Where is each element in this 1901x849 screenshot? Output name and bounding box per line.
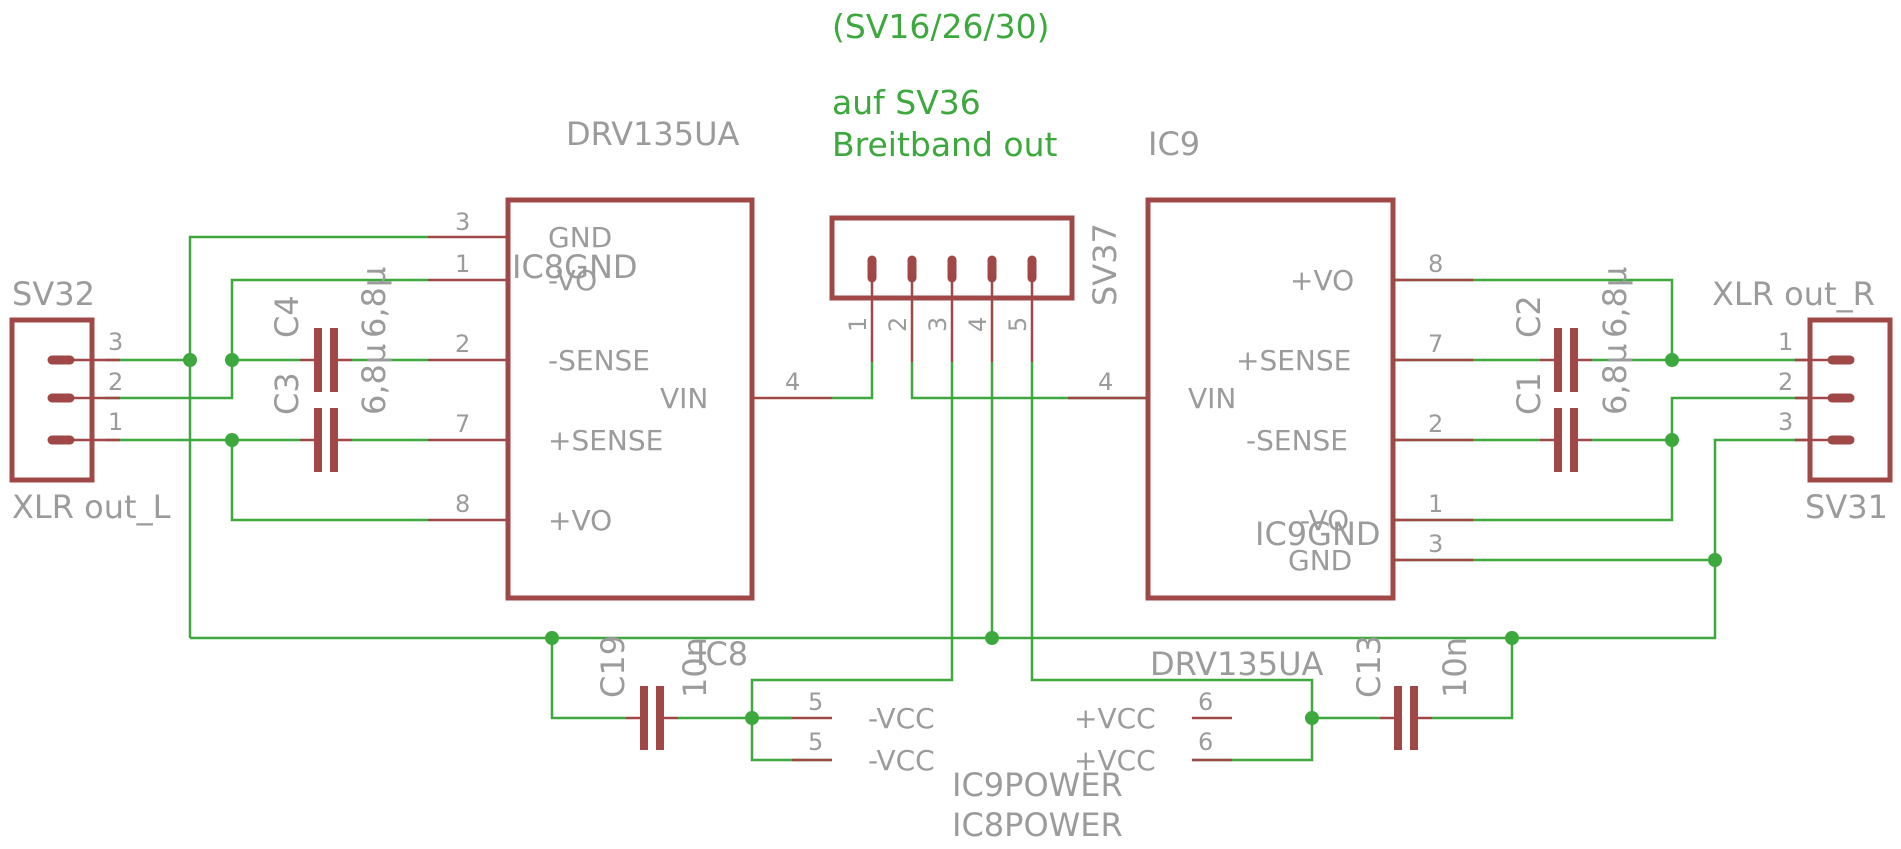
sv37-pinnum-5: 5 [1004,317,1032,332]
sv32-connector [9,317,105,483]
capacitor-c19 [626,686,678,750]
sv31-connector [1795,317,1893,483]
sv37-header [829,215,1075,362]
ic8-body [505,197,755,601]
sv37-pinnum-4: 4 [964,317,992,332]
pwr-pin-minus-vcc-b: -VCC [868,744,935,777]
ic8-pinnum-7: 7 [455,410,470,438]
sv32-name: SV32 [12,275,95,313]
ic8-pinnum-1: 1 [455,250,470,278]
sv37-pinnum-2: 2 [884,317,912,332]
ic8-pin-vin: VIN [660,382,708,415]
junctions [183,353,1722,725]
ic9-pinnum-7: 7 [1428,330,1443,358]
wire-gnd-left [188,235,428,638]
ic8-pinnum-2: 2 [455,330,470,358]
c13-name: C13 [1350,635,1388,698]
c19-value: 10n [676,637,714,698]
ic9-pinnum-4: 4 [1098,368,1113,396]
capacitor-c13 [1380,686,1432,750]
wire-vin-left [832,362,874,400]
ic8-name: DRV135UA [566,115,740,153]
c3-value: 6,8µ [355,344,393,415]
wire-c19 [550,638,626,720]
ic9-pinnum-1: 1 [1428,490,1443,518]
c2-value: 6,8µ [1596,267,1634,338]
ic9-body [1145,197,1396,601]
sv31-pinnum-2: 2 [1778,368,1793,396]
ic8-pinnum-3: 3 [455,208,470,236]
wire-sv32-2 [105,278,428,400]
sv32-pinnum-3: 3 [108,328,123,356]
capacitor-c4 [300,328,352,392]
c13-value: 10n [1436,637,1474,698]
pwr-pin-plus-vcc-a: +VCC [1074,702,1156,735]
ic9-pin-plus-vo: +VO [1290,264,1354,297]
sv32-pinnum-2: 2 [108,368,123,396]
sv31-pinnum-3: 3 [1778,408,1793,436]
wires [105,235,1795,762]
pwr-pin-minus-vcc-a: -VCC [868,702,935,735]
ic9-pin-gnd: GND [1288,544,1352,577]
ic8-pin-gnd: GND [548,221,612,254]
c1-name: C1 [1510,372,1548,415]
ic8-pin-minus-sense: -SENSE [548,344,650,377]
ic9-pin-vin: VIN [1188,382,1236,415]
sv37-pinnum-1: 1 [844,317,872,332]
wire-vo-left [230,440,428,522]
pwr-pinnum-5a: 5 [808,688,823,716]
ic9-pin-minus-vo: -VO [1300,504,1349,537]
sv37-pinnum-3: 3 [924,317,952,332]
ic9-name: IC9 [1148,125,1200,163]
pwr-pin-plus-vcc-b: +VCC [1074,744,1156,777]
ic8-pinnum-4: 4 [785,368,800,396]
ic9-pin-plus-sense: +SENSE [1236,344,1351,377]
ic9-gnd-label: IC9GND [1255,515,1381,553]
pwr-ic8-name: IC8 [696,635,748,673]
ic8power-label: IC8POWER [952,806,1123,844]
wire-sv31-2 [1670,396,1795,440]
ic8-pin-minus-vo: -VO [548,264,597,297]
note-line1: (SV16/26/30) [832,7,1049,46]
capacitor-c2 [1540,328,1592,392]
c19-name: C19 [594,635,632,698]
sv31-value: XLR out_R [1712,275,1875,313]
capacitor-c1 [1540,408,1592,472]
ic9-pinnum-3: 3 [1428,530,1443,558]
wire-sv37-3 [750,362,954,762]
wire-vo-right [1393,278,1674,360]
c2-name: C2 [1510,295,1548,338]
c3-name: C3 [268,372,306,415]
ic9-pinnum-8: 8 [1428,250,1443,278]
sv32-pinnum-1: 1 [108,408,123,436]
c4-name: C4 [268,295,306,338]
ic8-gnd-label: IC8GND [512,248,638,286]
ic8-pin-plus-sense: +SENSE [548,424,663,457]
note-line3: Breitband out [832,125,1058,164]
pwr-pinnum-6a: 6 [1198,688,1213,716]
pwr-pinnum-6b: 6 [1198,728,1213,756]
sv32-value: XLR out_L [12,488,171,526]
wire-c13-b [1432,638,1514,720]
pwr-pinnum-5b: 5 [808,728,823,756]
pwr-drv-name: DRV135UA [1150,645,1324,683]
c4-value: 6,8µ [355,267,393,338]
wire-c1-b [1393,438,1674,522]
ic8-pinnum-8: 8 [455,490,470,518]
ic9-pin-minus-sense: -SENSE [1246,424,1348,457]
ic9-pinnum-2: 2 [1428,410,1443,438]
capacitor-c3 [300,408,352,472]
ic8-pin-plus-vo: +VO [548,504,612,537]
wire-sv37-5 [1030,362,1314,762]
sv31-pinnum-1: 1 [1778,328,1793,356]
note-line2: auf SV36 [832,83,981,122]
sv37-name: SV37 [1086,223,1124,306]
sv31-name: SV31 [1805,488,1888,526]
ic9power-label: IC9POWER [952,766,1123,804]
c1-value: 6,8µ [1596,344,1634,415]
